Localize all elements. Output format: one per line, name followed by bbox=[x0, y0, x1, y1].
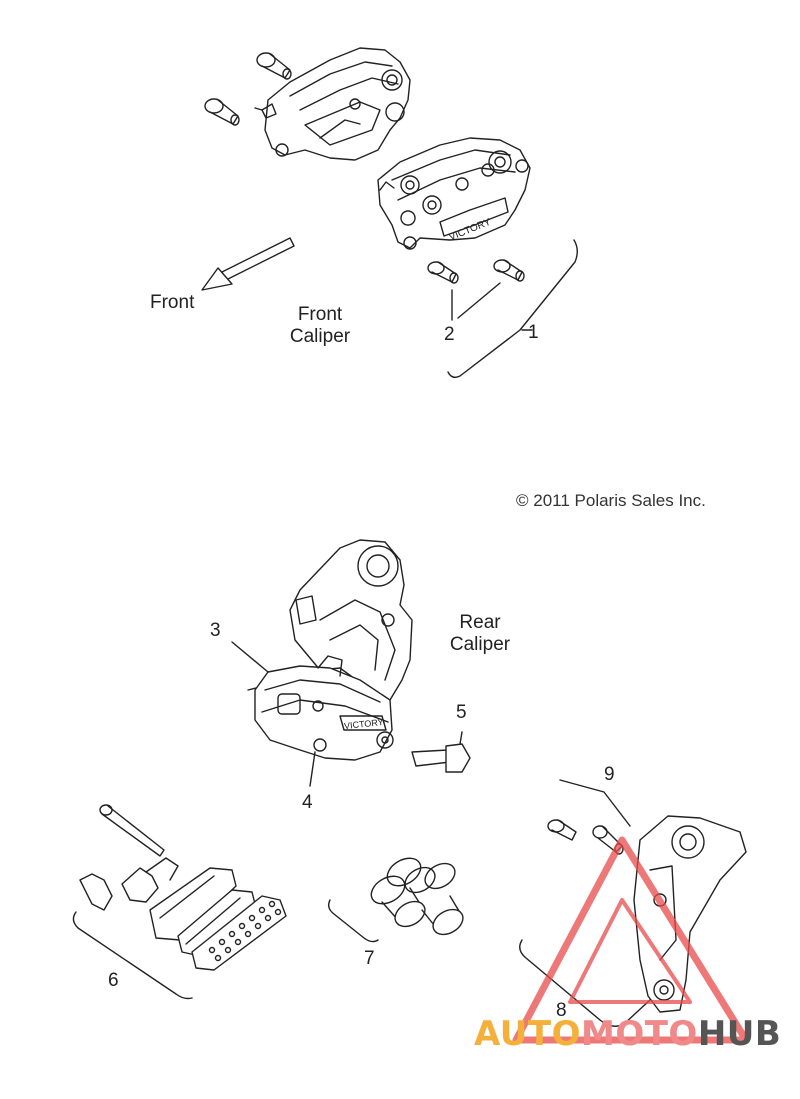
rear-caliper-label-line1: Rear bbox=[459, 612, 501, 633]
rear-caliper-label-line2: Caliper bbox=[449, 633, 511, 655]
callout-2: 2 bbox=[444, 324, 455, 345]
bracket-item-6 bbox=[72, 911, 193, 1000]
mount-bolt-item-9-a bbox=[547, 819, 577, 841]
bracket-item-9 bbox=[559, 779, 631, 827]
callout-3: 3 bbox=[210, 620, 221, 641]
callout-4: 4 bbox=[302, 792, 313, 813]
front-caliper-main-unit: VICTORY bbox=[377, 137, 531, 250]
bracket-item-1 bbox=[447, 239, 578, 379]
leader-item-3 bbox=[231, 641, 269, 673]
pad-shim-item-6 bbox=[191, 895, 287, 971]
brake-pad-pin-item-6 bbox=[99, 804, 165, 857]
rear-bolt-item-5 bbox=[411, 731, 471, 773]
watermark-logo-triangle bbox=[512, 836, 750, 1044]
front-direction-label: Front bbox=[150, 292, 195, 313]
watermark-moto: MOTO bbox=[580, 1014, 698, 1054]
leader-item-4 bbox=[309, 751, 316, 787]
front-caliper-rear-unit bbox=[254, 47, 411, 161]
callout-7: 7 bbox=[364, 948, 375, 969]
brake-pad-clips-item-6 bbox=[79, 857, 179, 911]
caliper-bolt-item-2-b bbox=[493, 259, 525, 282]
rear-caliper-label: Rear Caliper bbox=[440, 612, 520, 656]
brake-pads-item-6 bbox=[149, 867, 257, 957]
callout-6: 6 bbox=[108, 970, 119, 991]
callout-9: 9 bbox=[604, 764, 615, 785]
front-direction-arrow bbox=[201, 237, 295, 291]
callout-5: 5 bbox=[456, 702, 467, 723]
front-caliper-label: Front Caliper bbox=[280, 304, 360, 348]
callout-8: 8 bbox=[556, 1000, 567, 1021]
watermark-auto: AUTO bbox=[474, 1014, 581, 1054]
front-caliper-label-line1: Front bbox=[297, 304, 343, 325]
rear-mount-plate-item-8 bbox=[633, 815, 747, 1013]
callout-1: 1 bbox=[528, 322, 539, 343]
bracket-item-7 bbox=[327, 899, 379, 943]
piston-seals-item-7 bbox=[370, 857, 464, 936]
front-mount-bolt-a bbox=[256, 52, 292, 80]
copyright-notice: © 2011 Polaris Sales Inc. bbox=[516, 491, 706, 510]
caliper-bolt-item-2-a bbox=[427, 261, 459, 284]
bracket-item-8 bbox=[519, 939, 651, 1027]
front-mount-bolt-b bbox=[204, 98, 240, 126]
rear-caliper-brand-text: VICTORY bbox=[344, 717, 385, 731]
rear-caliper-body: VICTORY bbox=[247, 655, 394, 761]
leader-item-2-b bbox=[457, 282, 501, 319]
front-caliper-label-line2: Caliper bbox=[289, 325, 351, 347]
watermark-hub: HUB bbox=[697, 1014, 782, 1054]
rear-caliper-mount-bracket bbox=[289, 539, 413, 701]
watermark-text: AUTOMOTOHUB bbox=[474, 1014, 781, 1054]
